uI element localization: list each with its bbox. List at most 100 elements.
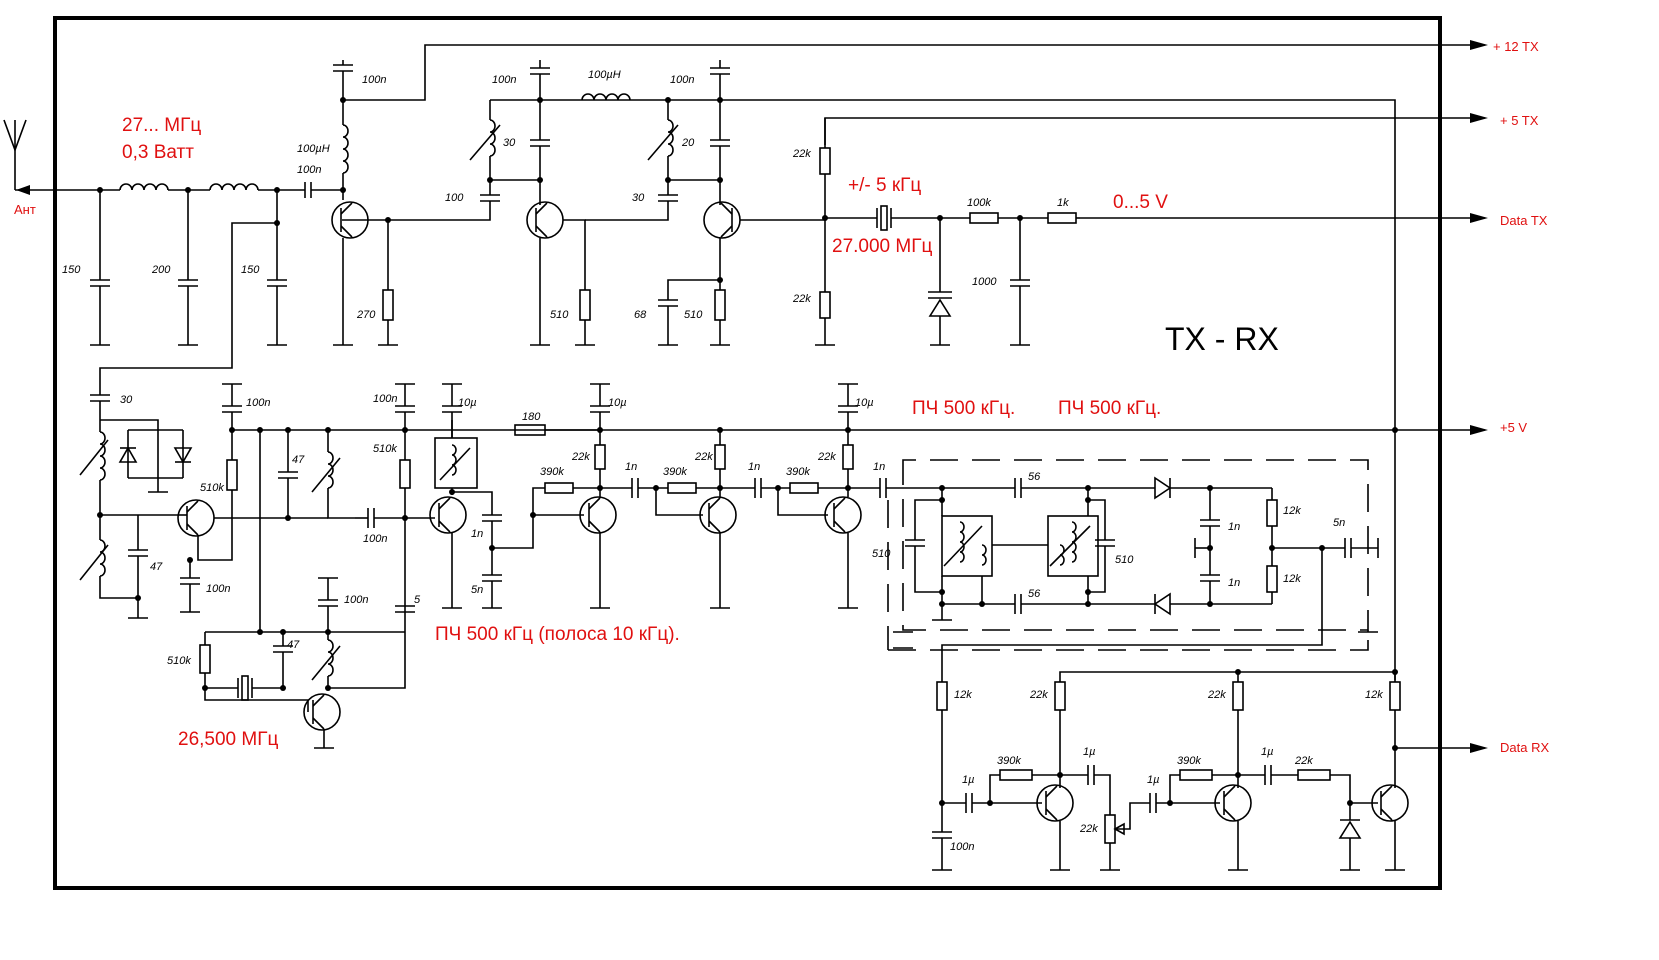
c56b-label: 56 — [1028, 588, 1041, 600]
c1u-b-label: 1µ — [1083, 746, 1095, 758]
r22k-pot-label: 22k — [1079, 823, 1098, 835]
board-outline — [53, 16, 1442, 890]
c47c-label: 47 — [287, 639, 300, 651]
r12k-c-label: 12k — [954, 689, 972, 701]
c1n-a-label: 1n — [471, 528, 483, 540]
r100k-label: 100k — [967, 197, 991, 209]
c150a-label: 150 — [62, 264, 81, 276]
note-if-bw: ПЧ 500 кГц (полоса 10 кГц). — [435, 624, 680, 645]
c47b-label: 47 — [150, 561, 163, 573]
r22k-f-label: 22k — [1294, 755, 1313, 767]
r12k-b-label: 12k — [1283, 573, 1301, 585]
port-datarx: Data RX — [1500, 740, 1549, 755]
r22k-b-label: 22k — [694, 451, 713, 463]
c1u-c-label: 1µ — [1147, 774, 1159, 786]
r22k-d-label: 22k — [1029, 689, 1048, 701]
c5-label: 5 — [414, 594, 421, 606]
c1u-d-label: 1µ — [1261, 746, 1273, 758]
c1n-e-label: 1n — [1228, 521, 1240, 533]
c1n-c-label: 1n — [748, 461, 760, 473]
c1000-label: 1000 — [972, 276, 997, 288]
data-slicer — [932, 669, 1409, 871]
if-amplifier — [429, 383, 1015, 609]
r180-label: 180 — [522, 411, 541, 423]
c100n-e-label: 100n — [344, 594, 368, 606]
c100n-b-label: 100n — [206, 583, 230, 595]
rail-12tx — [343, 40, 1488, 101]
c510a-label: 510 — [872, 548, 891, 560]
rx-mixer — [79, 383, 435, 619]
note-if1: ПЧ 500 кГц. — [912, 398, 1015, 419]
tx-output-stage — [331, 60, 398, 346]
r390k-d-label: 390k — [997, 755, 1021, 767]
c30c-label: 30 — [120, 394, 133, 406]
r22k-a-label: 22k — [571, 451, 590, 463]
c1n-f-label: 1n — [1228, 577, 1240, 589]
local-oscillator — [199, 383, 415, 749]
r270-label: 270 — [356, 309, 376, 321]
c100n-f-label: 100n — [950, 841, 974, 853]
r390k-e-label: 390k — [1177, 755, 1201, 767]
c5n-a-label: 5n — [471, 584, 483, 596]
c20-label: 20 — [681, 137, 695, 149]
note-xtal-tx: 27.000 МГц — [832, 236, 933, 257]
c100n-couple-label: 100n — [297, 164, 321, 176]
c56a-label: 56 — [1028, 471, 1041, 483]
fm-discriminator — [887, 459, 1379, 682]
rail-5tx — [824, 113, 1488, 145]
port-datatx: Data TX — [1500, 213, 1548, 228]
note-if2: ПЧ 500 кГц. — [1058, 398, 1161, 419]
c10u-b-label: 10µ — [608, 397, 627, 409]
c1n-b-label: 1n — [625, 461, 637, 473]
c1n-d-label: 1n — [873, 461, 885, 473]
r22k-e-label: 22k — [1207, 689, 1226, 701]
r22k-top-label: 22k — [792, 148, 811, 160]
c100n-tx1-label: 100n — [362, 74, 386, 86]
r510k-b-label: 510k — [373, 443, 397, 455]
r510b-label: 510 — [684, 309, 703, 321]
r22k-bot-label: 22k — [792, 293, 811, 305]
note-deviation: +/- 5 кГц — [848, 175, 921, 196]
r12k-a-label: 12k — [1283, 505, 1301, 517]
c510b-label: 510 — [1115, 554, 1134, 566]
modulator-network — [815, 118, 1080, 346]
l100u-label: 100µH — [297, 143, 330, 155]
r390k-a-label: 390k — [540, 466, 564, 478]
r22k-c-label: 22k — [817, 451, 836, 463]
rail-5v — [305, 99, 1488, 680]
r510k-mix-label: 510k — [200, 482, 224, 494]
tx-oscillator-stage — [658, 60, 825, 346]
r12k-d-label: 12k — [1365, 689, 1383, 701]
l100u-mid-label: 100µH — [588, 69, 621, 81]
c100n-c-label: 100n — [363, 533, 387, 545]
port-5tx: + 5 TX — [1500, 113, 1539, 128]
c100n-mix-label: 100n — [246, 397, 270, 409]
c47a-label: 47 — [292, 454, 305, 466]
c10u-c-label: 10µ — [855, 397, 874, 409]
c1u-a-label: 1µ — [962, 774, 974, 786]
c100n-tank1-label: 100n — [492, 74, 516, 86]
r510a-label: 510 — [550, 309, 569, 321]
note-power: 0,3 Ватт — [122, 142, 194, 163]
c200-label: 200 — [151, 264, 171, 276]
tx-output-filter — [90, 182, 346, 395]
note-data-range: 0...5 V — [1113, 192, 1168, 213]
port-ant: Ант — [14, 202, 36, 217]
note-xtal-lo: 26,500 МГц — [178, 729, 279, 750]
c10u-a-label: 10µ — [458, 397, 477, 409]
diagram-title: TX - RX — [1165, 321, 1279, 357]
c30b-label: 30 — [632, 192, 645, 204]
c68-label: 68 — [634, 309, 647, 321]
note-freq-tx: 27... МГц — [122, 115, 201, 136]
c150b-label: 150 — [241, 264, 260, 276]
tx-middle-stage — [388, 60, 723, 346]
r1k-label: 1k — [1057, 197, 1069, 209]
antenna-icon — [3, 119, 100, 195]
r390k-b-label: 390k — [663, 466, 687, 478]
c100n-tank2-label: 100n — [670, 74, 694, 86]
c30a-label: 30 — [503, 137, 516, 149]
port-5v: +5 V — [1500, 420, 1527, 435]
r390k-c-label: 390k — [786, 466, 810, 478]
r510k-c-label: 510k — [167, 655, 191, 667]
